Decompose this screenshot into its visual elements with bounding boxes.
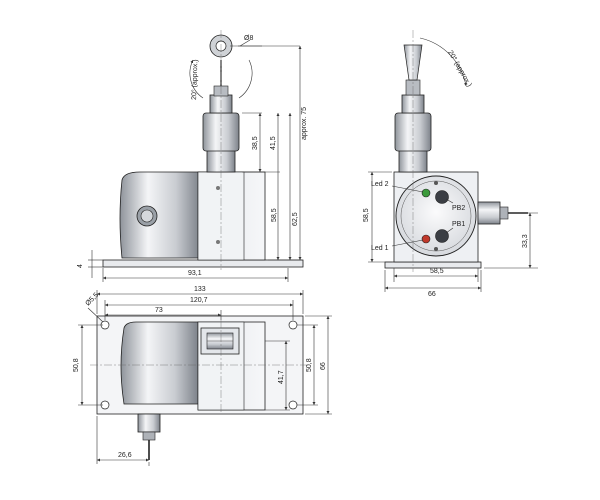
side-drum — [119, 171, 201, 259]
side-dim-eye: Ø8 — [244, 35, 253, 42]
side-dim-4: 4 — [77, 264, 84, 268]
top-cable-gland — [137, 413, 161, 433]
top-dim-133: 133 — [194, 286, 206, 293]
front-dim-33-3: 33,3 — [522, 234, 529, 248]
top-dim-41-7: 41,7 — [278, 370, 285, 384]
front-view: 20° (approx.) Led 2 Led 1 PB2 PB1 58,5 5… — [363, 30, 538, 298]
mount-hole — [288, 320, 298, 330]
top-dim-26-6: 26,6 — [118, 452, 132, 459]
led1-indicator — [421, 234, 431, 244]
top-drum — [120, 321, 199, 405]
top-dim-50-8-left: 50,8 — [73, 358, 80, 372]
front-dim-58-5-h: 58,5 — [363, 208, 370, 222]
front-label-led2: Led 2 — [371, 181, 389, 188]
side-dim-93-1: 93,1 — [188, 270, 202, 277]
front-dim-angle: 20° (approx.) — [446, 49, 473, 88]
side-base-plate — [102, 259, 304, 268]
front-cable-gland — [477, 201, 501, 225]
front-label-pb1: PB1 — [452, 221, 465, 228]
top-dim-120-7: 120,7 — [190, 297, 208, 304]
top-view: 133 120,7 73 Ø5,5 50,8 41,7 50,8 66 26,6 — [73, 286, 332, 466]
front-face-disc — [395, 175, 477, 257]
pb2-button — [435, 190, 449, 204]
pb1-button — [435, 229, 449, 243]
mount-hole — [288, 400, 298, 410]
front-label-pb2: PB2 — [452, 205, 465, 212]
led2-indicator — [421, 188, 431, 198]
side-dim-62-5: 62,5 — [292, 212, 299, 226]
side-dim-approx: approx. 75 — [301, 107, 308, 140]
side-view: Ø8 20° (approx.) approx. 75 38,5 41,5 58… — [77, 30, 308, 282]
top-dim-50-8-right: 50,8 — [306, 358, 313, 372]
top-dim-66: 66 — [320, 362, 327, 370]
side-dim-58-5: 58,5 — [271, 208, 278, 222]
front-label-led1: Led 1 — [371, 245, 389, 252]
side-dim-41-5: 41,5 — [270, 136, 277, 150]
side-dim-angle: 20° (approx.) — [190, 59, 199, 100]
front-dim-66: 66 — [428, 291, 436, 298]
top-dim-73: 73 — [155, 307, 163, 314]
side-dim-38-5: 38,5 — [252, 136, 259, 150]
front-dim-58-5-w: 58,5 — [430, 268, 444, 275]
